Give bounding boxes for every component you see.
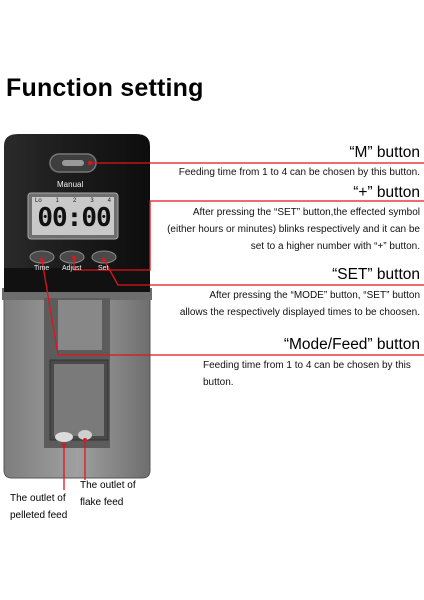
desc-line: allows the respectively displayed times …	[179, 307, 420, 318]
plus-button-desc: After pressing the “SET” button,the effe…	[167, 204, 420, 255]
desc-line: Feeding time from 1 to 4 can be chosen b…	[203, 360, 411, 371]
level-label: 2	[73, 198, 77, 204]
mode-callout-line	[41, 259, 424, 356]
plus-callout-line	[73, 200, 424, 271]
set-button-desc: After pressing the “MODE” button, “SET” …	[180, 287, 420, 321]
m-button-desc: Feeding time from 1 to 4 can be chosen b…	[179, 164, 420, 181]
desc-line: (either hours or minutes) blinks respect…	[167, 224, 420, 235]
outlet-line: flake feed	[80, 497, 124, 508]
pelleted-outlet-label: The outlet of pelleted feed	[10, 490, 67, 524]
plus-button-label: “+” button	[353, 184, 420, 201]
level-labels: Lo 1 2 3 4	[35, 198, 111, 204]
adjust-button-label: Adjust	[62, 265, 82, 272]
desc-line: button.	[203, 377, 234, 388]
desc-line: After pressing the “MODE” button, “SET” …	[209, 290, 420, 301]
desc-line: set to a higher number with “+” button.	[250, 241, 420, 252]
outlet-line: The outlet of	[80, 480, 136, 491]
set-button-label: Set	[98, 265, 109, 272]
set-button-label-callout: “SET” button	[332, 266, 420, 283]
level-label: Lo	[35, 198, 42, 204]
m-button-label: “M” button	[349, 144, 420, 161]
desc-line: Feeding time from 1 to 4 can be chosen b…	[178, 167, 420, 178]
level-label: 3	[90, 198, 94, 204]
set-callout-line	[103, 259, 424, 286]
flake-outlet	[78, 430, 92, 440]
flake-outlet-label: The outlet of flake feed	[80, 477, 136, 511]
outlet-line: pelleted feed	[10, 510, 68, 521]
lcd-digits: 00:00	[37, 203, 111, 233]
level-label: 1	[55, 198, 60, 204]
mode-feed-button-desc: Feeding time from 1 to 4 can be chosen b…	[203, 357, 411, 391]
adjust-button	[59, 250, 85, 264]
level-label: 4	[107, 198, 111, 204]
desc-line: After pressing the “SET” button,the effe…	[192, 207, 420, 218]
page-title: Function setting	[6, 74, 204, 102]
time-button-label: Time	[34, 265, 50, 272]
callout-lines	[41, 162, 424, 490]
mode-feed-button-label: “Mode/Feed” button	[283, 336, 420, 353]
outlet-line: The outlet of	[10, 493, 66, 504]
pelleted-outlet	[55, 432, 73, 442]
set-button	[91, 250, 117, 264]
mode-label: Manual	[57, 180, 84, 189]
